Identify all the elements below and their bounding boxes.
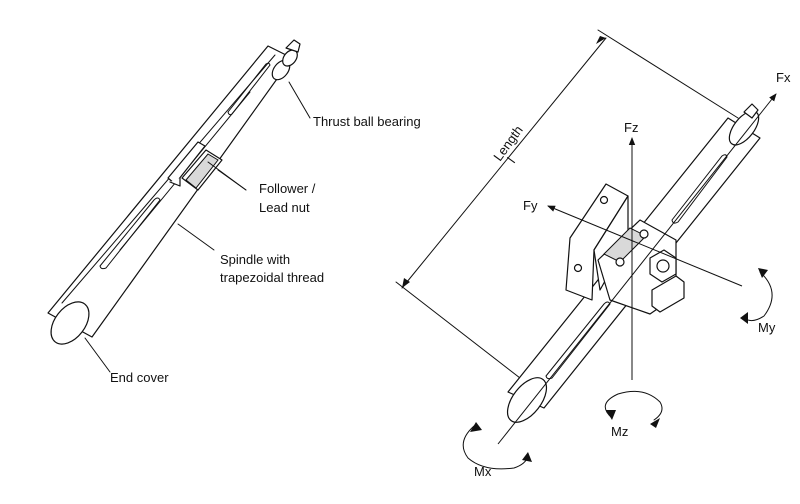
- actuator-slot-upper: [671, 154, 728, 224]
- tube-slot-upper: [227, 62, 271, 116]
- tube-slot: [99, 197, 161, 270]
- moment-mx: [462, 422, 532, 470]
- actuator-slot-lower: [545, 301, 611, 380]
- leader-thrust-ball-bearing: [288, 81, 311, 119]
- dimension-ext-top: [597, 29, 739, 119]
- label-length-symbol: l: [504, 155, 518, 166]
- label-mx: Mx: [474, 464, 492, 479]
- label-my: My: [758, 320, 776, 335]
- label-follower-line2: Lead nut: [259, 200, 310, 215]
- label-follower-line1: Follower /: [259, 181, 316, 196]
- leader-follower-2: [217, 169, 247, 191]
- follower-lead-nut: [167, 141, 223, 191]
- end-cover-shape: [50, 301, 90, 345]
- actuator-load-illustration: Length l Fx Fz Fy: [395, 29, 791, 479]
- label-fy: Fy: [523, 198, 538, 213]
- leader-end-cover: [84, 337, 111, 373]
- carriage: [565, 183, 685, 315]
- moment-mz: [604, 390, 663, 428]
- label-spindle-line1: Spindle with: [220, 252, 290, 267]
- label-mz: Mz: [611, 424, 628, 439]
- label-fz: Fz: [624, 120, 638, 135]
- moment-my: [740, 268, 773, 324]
- label-spindle-line2: trapezoidal thread: [220, 270, 324, 285]
- axis-fx: [497, 93, 777, 445]
- dimension-arrow-bottom: [402, 278, 410, 288]
- dimension-arrow-top: [596, 36, 606, 44]
- label-end-cover: End cover: [110, 370, 169, 385]
- label-thrust-ball-bearing: Thrust ball bearing: [313, 114, 421, 129]
- leader-spindle: [177, 223, 215, 251]
- thrust-ball-bearing-shape: [271, 39, 301, 81]
- axis-fy: [547, 205, 743, 287]
- dimension-ext-bottom: [395, 281, 521, 379]
- actuator-shaft-tip: [743, 103, 759, 119]
- dimension-line-length: [401, 37, 607, 289]
- actuator-end-cover: [506, 377, 548, 423]
- spindle-drive-illustration: Thrust ball bearing Follower / Lead nut …: [47, 39, 421, 385]
- label-fx: Fx: [776, 70, 791, 85]
- spindle-tube: [47, 45, 293, 338]
